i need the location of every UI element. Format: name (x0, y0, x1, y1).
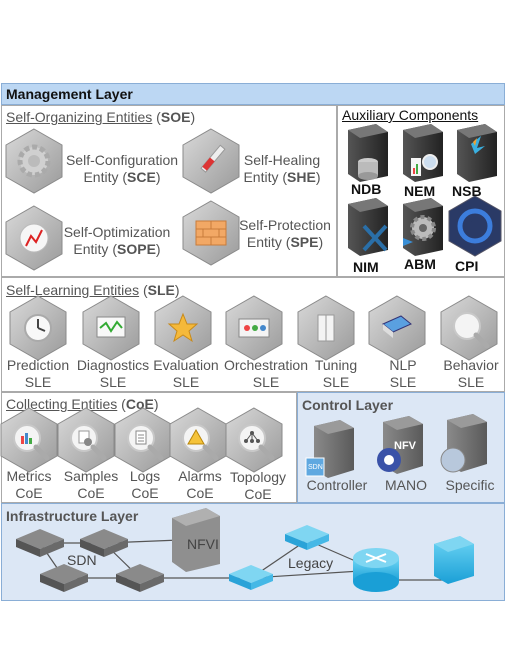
globe-server-icon (440, 414, 487, 473)
aux-label: NSB (452, 183, 482, 199)
sle-title: Self-Learning Entities (SLE) (6, 282, 180, 298)
soe-entity-label: Self-Healing Entity (SHE) (243, 152, 321, 185)
sdn-badge: SDN (308, 464, 323, 471)
nfvi-server-icon (172, 508, 220, 572)
soe-entity-label: Self-Configuration Entity (SCE) (65, 152, 179, 185)
router-icon (353, 548, 399, 592)
aux-label: NEM (404, 183, 436, 199)
star-icon (154, 295, 212, 361)
aux-label: ABM (404, 256, 436, 272)
doc-gear-icon (57, 407, 115, 473)
panel-icon (225, 295, 283, 361)
soe-title: Self-Organizing Entities (SOE) (6, 109, 196, 125)
tools-server-icon (348, 198, 388, 256)
sdn-switch-icon (40, 564, 88, 592)
soe-entity-label: Self-Optimization Entity (SOPE) (63, 224, 171, 257)
chart-icon (5, 205, 63, 271)
bird-server-icon (457, 124, 497, 182)
legacy-switch-icon (229, 565, 273, 590)
control-item-label: Controller (306, 477, 368, 493)
server-icon (305, 420, 354, 478)
aux-title: Auxiliary Components (342, 107, 479, 123)
aux-label: NDB (351, 181, 382, 197)
management-layer-header (1, 83, 505, 105)
aux-label: NIM (353, 259, 379, 275)
syringe-icon (182, 128, 240, 194)
sdn-switch-icon (80, 529, 128, 557)
nfv-badge: NFV (394, 440, 416, 452)
book-icon (368, 295, 426, 361)
sdn-label: SDN (67, 552, 97, 568)
control-title: Control Layer (302, 397, 394, 413)
infra-title: Infrastructure Layer (6, 508, 139, 524)
firewall-icon (182, 200, 240, 266)
management-layer-title: Management Layer (6, 86, 133, 102)
tree-icon (225, 407, 283, 473)
coe-title: Collecting Entities (CoE) (6, 396, 159, 412)
aux-label: CPI (455, 258, 479, 274)
soe-entity-label: Self-Protection Entity (SPE) (239, 217, 331, 250)
monitor-icon (82, 295, 140, 361)
control-item-label: Specific (445, 477, 495, 493)
magnifier-icon (440, 295, 498, 361)
legacy-switch-tower-icon (434, 536, 474, 584)
monitor-server-icon (403, 124, 443, 182)
gear-server-icon (403, 198, 443, 256)
legacy-switch-icon (285, 525, 329, 550)
warning-icon (169, 407, 227, 473)
gears-icon (377, 416, 423, 474)
gear-icon (5, 128, 63, 194)
cabinet-icon (297, 295, 355, 361)
sdn-switch-icon (116, 564, 164, 592)
control-item-label: MANO (385, 477, 427, 493)
nfvi-label: NFVI (187, 536, 219, 552)
refresh-icon (448, 195, 502, 257)
database-server-icon (348, 124, 388, 182)
sdn-switch-icon (16, 529, 64, 557)
bar-chart-icon (0, 407, 58, 473)
clock-icon (9, 295, 67, 361)
legacy-label: Legacy (288, 555, 334, 571)
document-icon (114, 407, 172, 473)
